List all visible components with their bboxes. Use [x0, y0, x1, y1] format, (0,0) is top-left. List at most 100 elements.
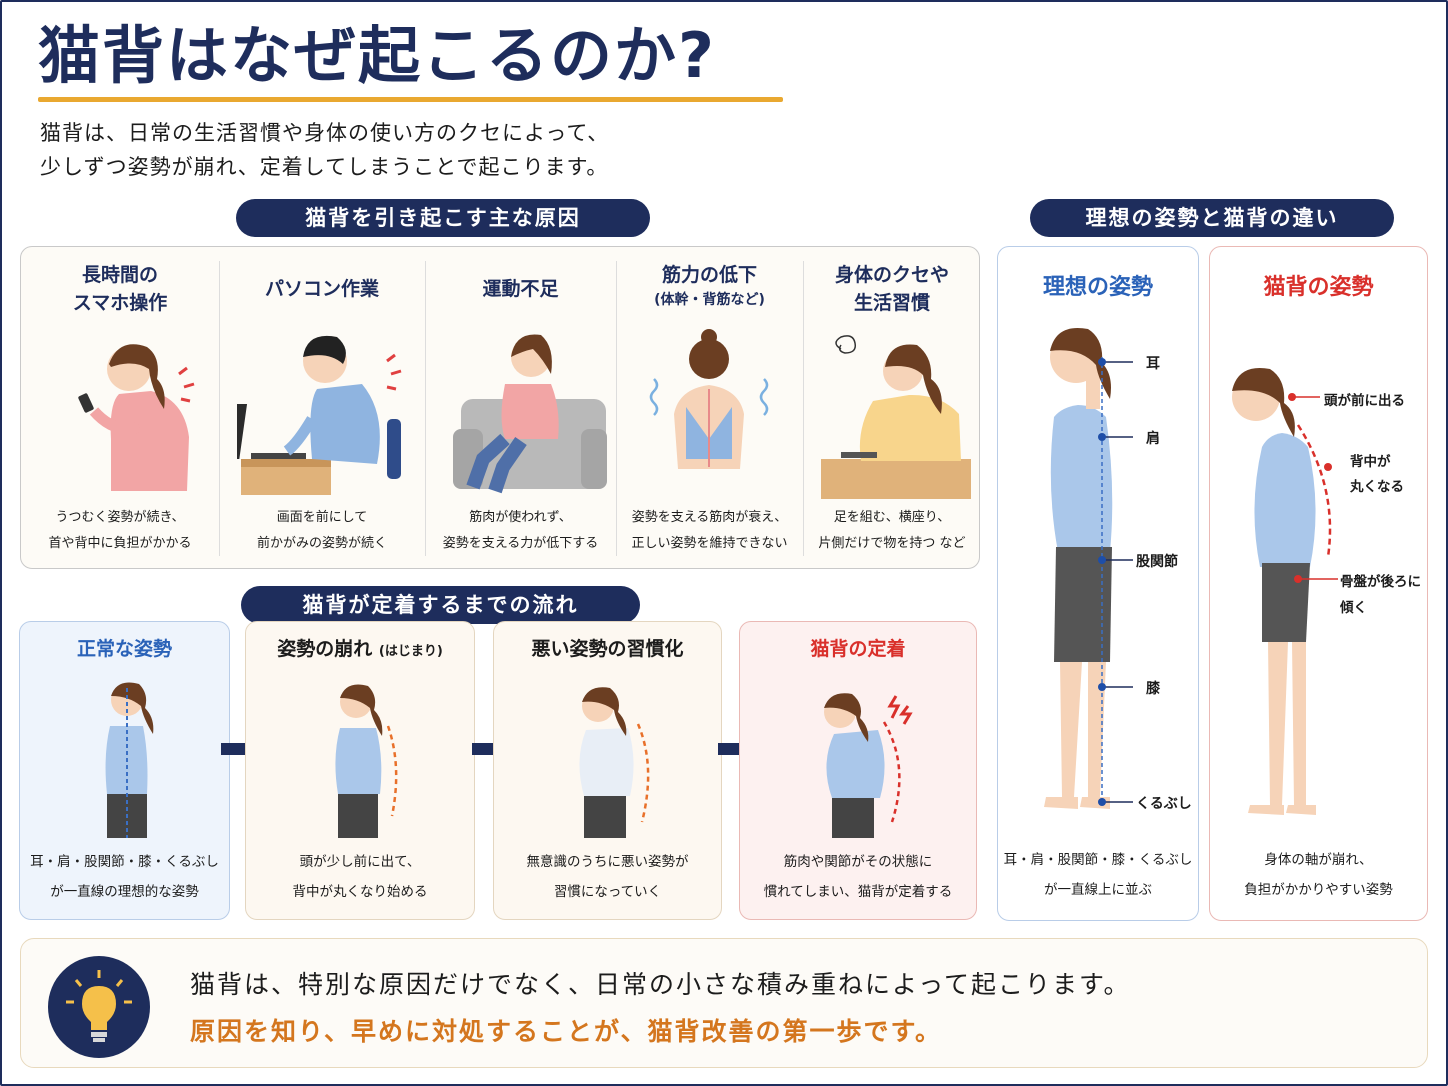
hunchback-posture-title: 猫背の姿勢: [1263, 275, 1374, 300]
comparison-heading: 理想の姿勢と猫背の違い: [1030, 199, 1394, 237]
label-back-rounded-1: 背中が: [1350, 454, 1391, 470]
label-pelvis-tilt-1: 骨盤が後ろに: [1340, 574, 1421, 590]
flow-step-title: 正常な姿勢: [76, 638, 172, 660]
habitual-bad-posture-illustration: [578, 687, 649, 838]
flow-step-description: 無意識のうちに悪い姿勢が習慣になっていく: [494, 847, 721, 907]
flow-step-title-main: 姿勢の崩れ: [277, 638, 373, 660]
sofa-sitter-illustration: [453, 334, 607, 494]
page-title: 猫背はなぜ起こるのか?: [38, 19, 716, 92]
cause-desc-line: 首や背中に負担がかかる: [48, 536, 192, 551]
cause-description: 姿勢を支える筋肉が衰え、正しい姿勢を維持できない: [616, 505, 803, 557]
cause-card-muscle-weakness: 筋力の低下 (体幹・背筋など) 姿勢を支える筋肉が衰え、正しい姿勢を維持できない: [616, 247, 803, 570]
ideal-desc-line: 耳・肩・股関節・膝・くるぶし: [1003, 852, 1193, 868]
cause-desc-line: 姿勢を支える力が低下する: [442, 536, 599, 551]
cause-desc-line: 足を組む、横座り、: [833, 510, 951, 525]
flow-desc-line: 背中が丸くなり始める: [292, 884, 428, 900]
back-muscles-illustration: [649, 329, 769, 469]
cause-title-line: 身体のクセや: [834, 264, 949, 286]
cause-title-line: 生活習慣: [853, 292, 930, 314]
label-head-forward: 頭が前に出る: [1324, 393, 1405, 409]
cause-title: 運動不足: [482, 278, 559, 300]
flow-step-description: 頭が少し前に出て、背中が丸くなり始める: [246, 847, 474, 907]
flow-step-title-small: (はじまり): [378, 644, 443, 659]
label-ear: 耳: [1146, 356, 1160, 372]
causes-panel: 長時間のスマホ操作 うつむく姿勢が続き、首や背中に負担がかかる パソコン作業 画…: [20, 246, 980, 569]
label-ankle: くるぶし: [1136, 796, 1192, 812]
label-back-rounded-2: 丸くなる: [1350, 479, 1404, 495]
intro-text: 猫背は、日常の生活習慣や身体の使い方のクセによって、 少しずつ姿勢が崩れ、定着し…: [40, 116, 609, 184]
slightly-bent-posture-illustration: [335, 684, 398, 838]
flow-step-habit: 悪い姿勢の習慣化 無意識のうちに悪い姿勢が習慣になっていく: [493, 621, 722, 920]
flow-desc-line: 習慣になっていく: [553, 884, 662, 900]
divider: [616, 261, 617, 556]
cause-description: 足を組む、横座り、片側だけで物を持つ など: [803, 505, 981, 557]
cause-title: 身体のクセや生活習慣: [803, 261, 981, 317]
lightbulb-icon: [66, 970, 132, 1042]
divider: [803, 261, 804, 556]
cause-description: うつむく姿勢が続き、首や背中に負担がかかる: [21, 505, 219, 557]
ideal-desc-line: が一直線上に並ぶ: [1044, 882, 1152, 898]
intro-line-2: 少しずつ姿勢が崩れ、定着してしまうことで起こります。: [40, 155, 609, 179]
ideal-posture-panel: 理想の姿勢 耳 肩 股関節 膝 くるぶし 耳・肩・股関節・膝・くるぶしが一直線上…: [997, 246, 1199, 921]
cause-desc-line: 筋肉が使われず、: [469, 510, 572, 525]
thinking-person-illustration: [821, 335, 971, 499]
normal-posture-illustration: [105, 682, 153, 838]
label-hip-joint: 股関節: [1136, 554, 1178, 570]
cause-description: 画面を前にして前かがみの姿勢が続く: [219, 505, 425, 557]
divider: [425, 261, 426, 556]
label-pelvis-tilt-2: 傾く: [1340, 600, 1367, 616]
label-knee: 膝: [1146, 681, 1160, 697]
cause-desc-line: 前かがみの姿勢が続く: [256, 536, 387, 551]
cause-title: パソコン作業: [264, 278, 379, 300]
cause-title: 筋力の低下: [661, 264, 757, 286]
cause-card-lack-of-exercise: 運動不足 筋肉が使われず、姿勢を支える力が低下する: [425, 247, 616, 570]
flow-step-description: 耳・肩・股関節・膝・くるぶしが一直線の理想的な姿勢: [20, 847, 229, 907]
flow-desc-line: 耳・肩・股関節・膝・くるぶし: [30, 854, 219, 870]
flow-desc-line: が一直線の理想的な姿勢: [50, 884, 199, 900]
cause-card-habits: 身体のクセや生活習慣 足を組む、横座り、片側だけで物を持つ など: [803, 247, 981, 570]
flow-desc-line: 無意識のうちに悪い姿勢が: [526, 854, 689, 870]
cause-card-smartphone: 長時間のスマホ操作 うつむく姿勢が続き、首や背中に負担がかかる: [21, 247, 219, 570]
intro-line-1: 猫背は、日常の生活習慣や身体の使い方のクセによって、: [40, 121, 610, 145]
flow-step-description: 筋肉や関節がその状態に慣れてしまい、猫背が定着する: [740, 847, 976, 907]
flow-step-fixed: 猫背の定着 筋肉や関節がその状態に慣れてしまい、猫背が定着する: [739, 621, 977, 920]
ideal-posture-illustration: [1044, 327, 1133, 809]
flow-heading: 猫背が定着するまでの流れ: [241, 586, 640, 624]
cause-description: 筋肉が使われず、姿勢を支える力が低下する: [425, 505, 616, 557]
cause-desc-line: 姿勢を支える筋肉が衰え、: [631, 510, 788, 525]
pc-worker-illustration: [237, 335, 402, 495]
smartphone-user-illustration: [78, 344, 195, 491]
cause-subtitle: (体幹・背筋など): [654, 292, 765, 308]
flow-step-title: 悪い姿勢の習慣化: [531, 638, 684, 660]
bad-desc-line: 負担がかかりやすい姿勢: [1244, 882, 1393, 898]
title-underline: [38, 97, 783, 102]
flow-desc-line: 慣れてしまい、猫背が定着する: [763, 884, 953, 900]
cause-desc-line: うつむく姿勢が続き、: [55, 510, 185, 525]
flow-step-normal: 正常な姿勢 耳・肩・股関節・膝・くるぶしが一直線の理想的な姿勢: [19, 621, 230, 920]
label-shoulder: 肩: [1146, 431, 1160, 447]
flow-step-title: 猫背の定着: [810, 638, 906, 660]
summary-line-1: 猫背は、特別な原因だけでなく、日常の小さな積み重ねによって起こります。: [190, 970, 1131, 999]
fixed-hunchback-illustration: [824, 693, 913, 838]
lightbulb-icon: [48, 956, 150, 1058]
flow-desc-line: 筋肉や関節がその状態に: [783, 854, 933, 870]
flow-step-title: 姿勢の崩れ (はじまり): [246, 636, 474, 665]
ideal-posture-description: 耳・肩・股関節・膝・くるぶしが一直線上に並ぶ: [998, 845, 1198, 905]
flow-desc-line: 頭が少し前に出て、: [299, 854, 421, 870]
hunchback-posture-description: 身体の軸が崩れ、負担がかかりやすい姿勢: [1210, 845, 1427, 905]
cause-desc-line: 片側だけで物を持つ など: [818, 536, 966, 551]
cause-title-line: 長時間の: [81, 264, 158, 286]
summary-line-2: 原因を知り、早めに対処することが、猫背改善の第一歩です。: [190, 1017, 943, 1046]
causes-heading: 猫背を引き起こす主な原因: [236, 199, 650, 237]
summary-panel: [20, 938, 1428, 1068]
hunchback-posture-panel: 猫背の姿勢 頭が前に出る 背中が 丸くなる 骨盤が後ろに 傾く 身体の軸が崩れ、…: [1209, 246, 1428, 921]
hunchback-posture-illustration: [1232, 367, 1338, 815]
divider: [219, 261, 220, 556]
cause-card-pc-work: パソコン作業 画面を前にして前かがみの姿勢が続く: [219, 247, 425, 570]
cause-title: 長時間のスマホ操作: [21, 261, 219, 317]
cause-desc-line: 画面を前にして: [276, 510, 368, 525]
cause-title-line: スマホ操作: [72, 292, 168, 314]
bad-desc-line: 身体の軸が崩れ、: [1264, 852, 1373, 868]
cause-desc-line: 正しい姿勢を維持できない: [631, 536, 788, 551]
